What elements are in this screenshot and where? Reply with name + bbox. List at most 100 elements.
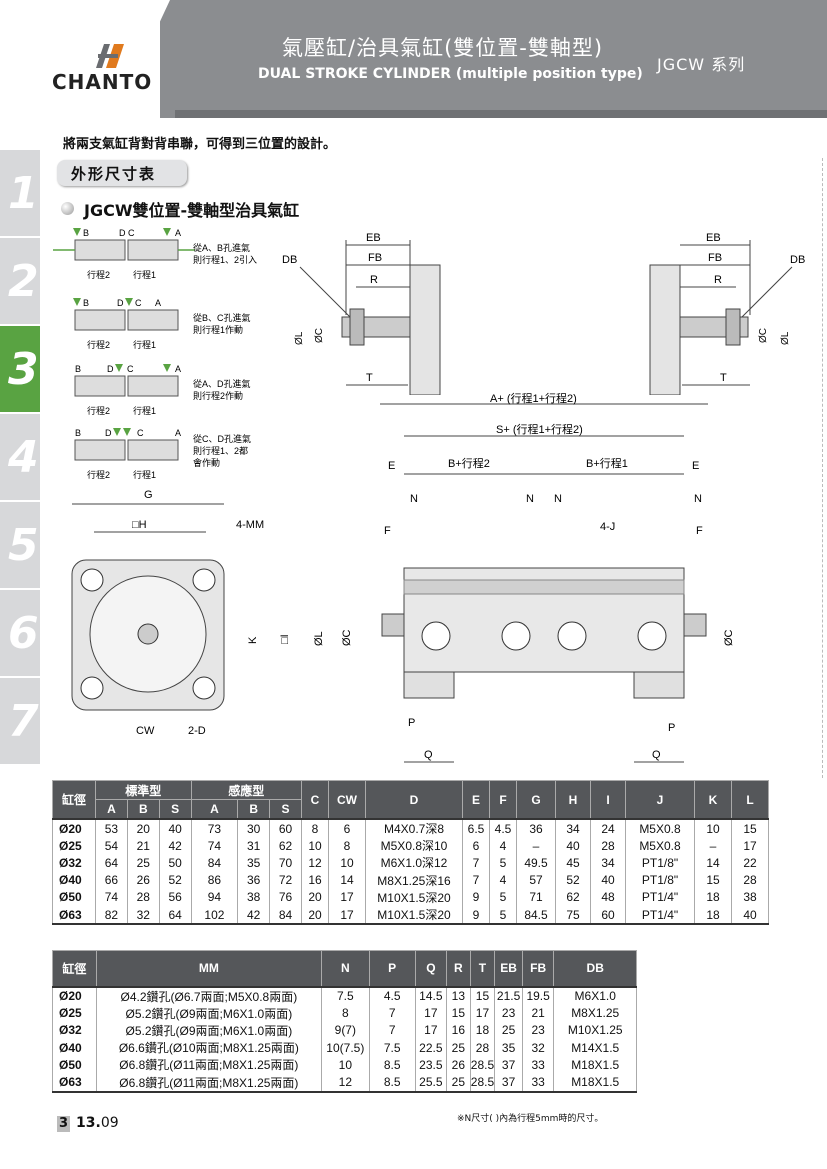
cylinder-side-view: A+ (行程1+行程2) S+ (行程1+行程2) E B+行程2 B+行程1 … xyxy=(313,392,735,763)
table-cell: 4.5 xyxy=(489,817,517,838)
table-cell: 28.5 xyxy=(469,1073,496,1093)
footnote: ※N尺寸( )內為行程5mm時的尺寸。 xyxy=(457,1114,604,1124)
table-cell: 40 xyxy=(555,837,591,855)
air-in-arrow-icon xyxy=(113,428,121,436)
table-cell: PT1/4" xyxy=(625,888,695,906)
dim-label: ØL xyxy=(780,331,791,345)
dim-label: ØC xyxy=(723,629,735,646)
col-header: Q xyxy=(414,950,448,987)
series-label: JGCW 系列 xyxy=(657,55,746,74)
table-cell: 14 xyxy=(328,871,366,889)
table-cell: 102 xyxy=(190,905,239,926)
table-cell: 18 xyxy=(469,1021,496,1040)
position-diagram-1: B D C A 行程2 行程1 從A、B孔進氣 則行程1、2引入 xyxy=(53,228,257,280)
side-tab-label: 4 xyxy=(8,432,39,483)
brand-logo-icon xyxy=(96,44,124,68)
col-header: E xyxy=(462,780,490,820)
table-cell: 23 xyxy=(521,1021,555,1040)
col-subheader: A xyxy=(190,799,239,820)
table-cell: 71 xyxy=(516,888,556,906)
dim-label: F xyxy=(696,525,703,537)
table-cell: 42 xyxy=(158,837,192,855)
stroke-label: 行程1 xyxy=(133,469,156,480)
dim-label: N xyxy=(410,493,418,505)
port-label: B xyxy=(83,228,89,238)
table-cell: 52 xyxy=(158,871,192,889)
table-cell: M10X1.25 xyxy=(553,1021,637,1040)
col-subheader: B xyxy=(237,799,271,820)
col-header: K xyxy=(694,780,732,820)
dim-label: N xyxy=(526,493,534,505)
dim-label: P xyxy=(408,717,415,729)
table-cell: 28.5 xyxy=(469,1056,496,1074)
table-cell: 20 xyxy=(301,905,329,926)
table-cell: M6X1.0 xyxy=(553,985,637,1005)
dim-label: B+行程2 xyxy=(448,457,490,470)
port-label: B xyxy=(75,364,81,374)
header-banner xyxy=(160,0,827,118)
position-diagrams: B D C A 行程2 行程1 從A、B孔進氣 則行程1、2引入 B D C A… xyxy=(53,228,257,480)
table-cell: 33 xyxy=(521,1073,555,1093)
table-cell: Ø6.6鑽孔(Ø10兩面;M8X1.25兩面) xyxy=(95,1039,322,1057)
stroke-label: 行程2 xyxy=(87,339,110,350)
spec-table-1: 缸徑 標準型 感應型 C CW D E F G H I J K L A B S … xyxy=(52,780,769,926)
table-cell: 15 xyxy=(469,985,496,1005)
table-cell: 53 xyxy=(95,817,128,838)
table-cell: 38 xyxy=(731,888,769,906)
dim-label: P xyxy=(668,722,675,734)
table-cell: 86 xyxy=(190,871,239,889)
col-header: DB xyxy=(553,950,637,987)
table-cell: 12 xyxy=(320,1073,370,1093)
dim-label: □I xyxy=(279,634,291,644)
table-cell: 25 xyxy=(446,1073,471,1093)
bore-cell: Ø25 xyxy=(52,837,96,855)
port-label: D xyxy=(105,428,112,438)
dim-label: DB xyxy=(790,254,805,266)
table-cell: 6.5 xyxy=(462,817,490,838)
side-tab-6[interactable]: 6 xyxy=(0,590,40,676)
col-header: FB xyxy=(521,950,555,987)
table-cell: 74 xyxy=(190,837,239,855)
table-cell: M4X0.7深8 xyxy=(365,817,463,838)
col-header: I xyxy=(590,780,626,820)
table-cell: 49.5 xyxy=(516,854,556,872)
table-cell: 26 xyxy=(446,1056,471,1074)
table-cell: 60 xyxy=(269,817,302,838)
table-cell: – xyxy=(516,837,556,855)
table-cell: Ø5.2鑽孔(Ø9兩面;M6X1.0兩面) xyxy=(95,1004,322,1022)
table-cell: 12 xyxy=(301,854,329,872)
table-cell: 22 xyxy=(731,854,769,872)
page-title-zh: 氣壓缸/治具氣缸(雙位置-雙軸型) xyxy=(282,36,604,60)
side-tab-4[interactable]: 4 xyxy=(0,414,40,500)
dim-label: N xyxy=(694,493,702,505)
side-tab-3[interactable]: 3 xyxy=(0,326,40,412)
table-cell: 21 xyxy=(126,837,160,855)
page-section-badge: 3 xyxy=(57,1116,70,1132)
col-header: T xyxy=(469,950,496,987)
diagram-note: 則行程1、2引入 xyxy=(193,254,257,265)
side-tab-5[interactable]: 5 xyxy=(0,502,40,588)
side-tab-1[interactable]: 1 xyxy=(0,150,40,236)
table-cell: 7.5 xyxy=(320,985,370,1005)
diagram-note: 則行程1、2都 xyxy=(193,445,248,456)
col-header: R xyxy=(446,950,471,987)
col-header: CW xyxy=(328,780,366,820)
dim-label: FB xyxy=(708,252,722,264)
col-header: EB xyxy=(494,950,523,987)
table-cell: 76 xyxy=(269,888,302,906)
side-tab-2[interactable]: 2 xyxy=(0,238,40,324)
table-cell: 28 xyxy=(590,837,626,855)
dim-label: B+行程1 xyxy=(586,457,628,470)
bore-cell: Ø40 xyxy=(52,1039,97,1057)
table-cell: 25 xyxy=(446,1039,471,1057)
position-diagram-3: B D C A 行程2 行程1 從A、D孔進氣 則行程2作動 xyxy=(74,364,251,416)
table-cell: 9 xyxy=(462,888,490,906)
table-cell: PT1/4" xyxy=(625,905,695,926)
side-tab-7[interactable]: 7 xyxy=(0,678,40,764)
table-cell: 9(7) xyxy=(320,1021,370,1040)
table-cell: 14.5 xyxy=(414,985,448,1005)
col-header: C xyxy=(301,780,329,820)
air-in-arrow-icon xyxy=(163,228,171,236)
